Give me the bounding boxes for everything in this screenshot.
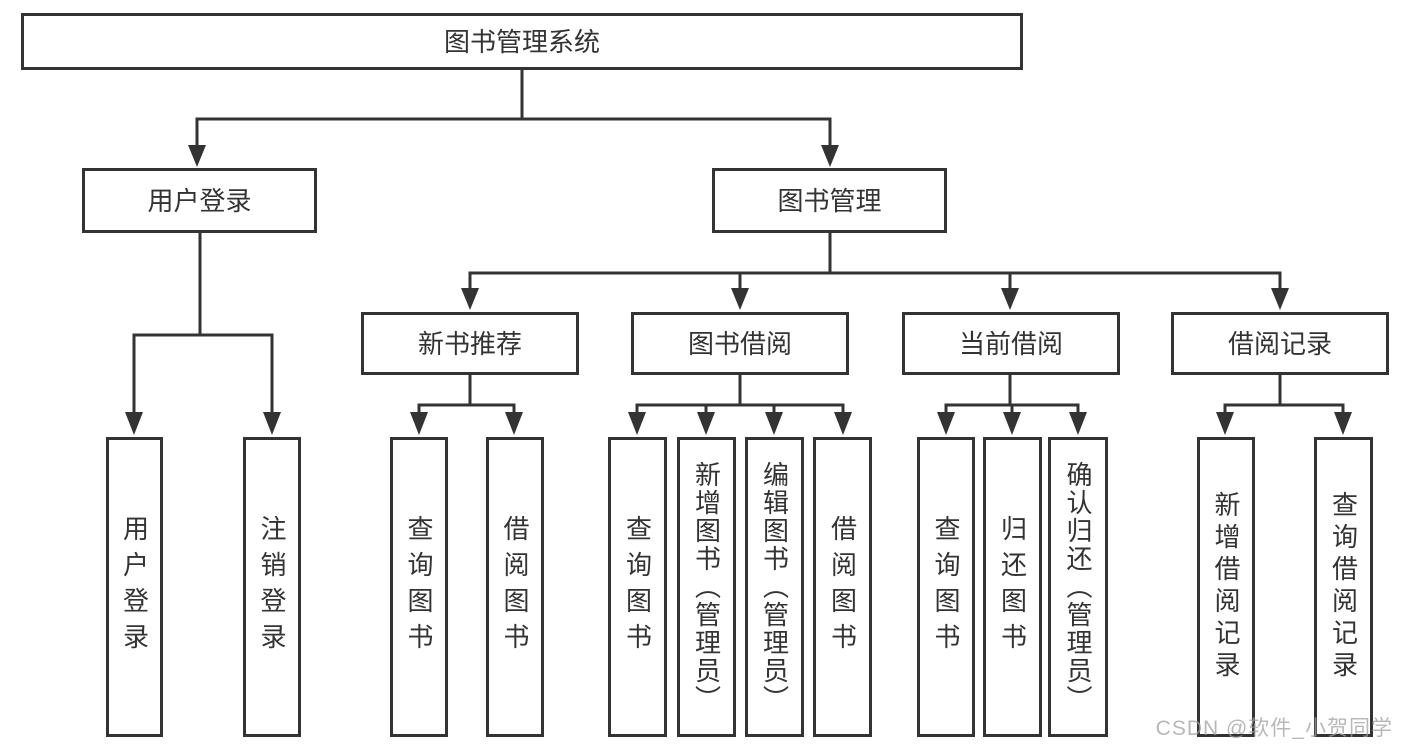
leaf-label: 归还图书: [997, 515, 1028, 659]
leaf-logout: 注销登录: [243, 437, 301, 737]
node-label: 新书推荐: [417, 328, 522, 359]
connector-lines: [132, 69, 1345, 414]
arrow-down-icons: [125, 145, 1352, 435]
leaf-label: 借阅图书: [500, 515, 530, 659]
leaf-label: 查询图书: [404, 515, 434, 659]
leaf-add-book-admin: 新增图书（管理员）: [677, 437, 736, 737]
leaf-label: 新增图书（管理员）: [691, 461, 722, 713]
leaf-query-books-recommend: 查询图书: [390, 437, 448, 737]
leaf-borrow-books-recommend: 借阅图书: [486, 437, 544, 737]
leaf-label: 新增借阅记录: [1211, 491, 1241, 683]
leaf-label: 注销登录: [257, 515, 287, 659]
leaf-return-book: 归还图书: [983, 437, 1042, 737]
leaf-add-borrow-record: 新增借阅记录: [1197, 437, 1255, 737]
node-label: 借阅记录: [1227, 328, 1332, 359]
node-label: 用户登录: [147, 185, 252, 216]
leaf-label: 查询图书: [931, 515, 961, 659]
node-label: 图书管理: [777, 185, 882, 216]
leaf-borrow-books-borrowing: 借阅图书: [813, 437, 872, 737]
leaf-label: 确认归还（管理员）: [1063, 461, 1093, 713]
csdn-watermark: CSDN @软件_小贺同学: [1155, 717, 1393, 740]
node-borrowing-records: 借阅记录: [1171, 312, 1389, 375]
node-library-management-system: 图书管理系统: [21, 13, 1023, 70]
leaf-query-books-borrowing: 查询图书: [608, 437, 667, 737]
leaf-query-books-current: 查询图书: [917, 437, 975, 737]
leaf-label: 借阅图书: [827, 515, 858, 659]
node-book-management: 图书管理: [712, 168, 947, 233]
node-book-borrowing: 图书借阅: [631, 312, 849, 375]
leaf-confirm-return-admin: 确认归还（管理员）: [1048, 437, 1108, 737]
node-label: 当前借阅: [958, 328, 1063, 359]
node-user-login: 用户登录: [82, 168, 317, 233]
node-label: 图书借阅: [687, 328, 792, 359]
leaf-label: 查询借阅记录: [1328, 491, 1359, 683]
node-current-borrowing: 当前借阅: [902, 312, 1120, 375]
leaf-label: 用户登录: [119, 515, 150, 659]
leaf-label: 编辑图书（管理员）: [759, 461, 790, 713]
node-label: 图书管理系统: [443, 26, 600, 57]
leaf-label: 查询图书: [622, 515, 653, 659]
leaf-query-borrow-record: 查询借阅记录: [1314, 437, 1373, 737]
node-new-book-recommendation: 新书推荐: [361, 312, 579, 375]
leaf-edit-book-admin: 编辑图书（管理员）: [745, 437, 804, 737]
leaf-user-login: 用户登录: [106, 437, 163, 737]
